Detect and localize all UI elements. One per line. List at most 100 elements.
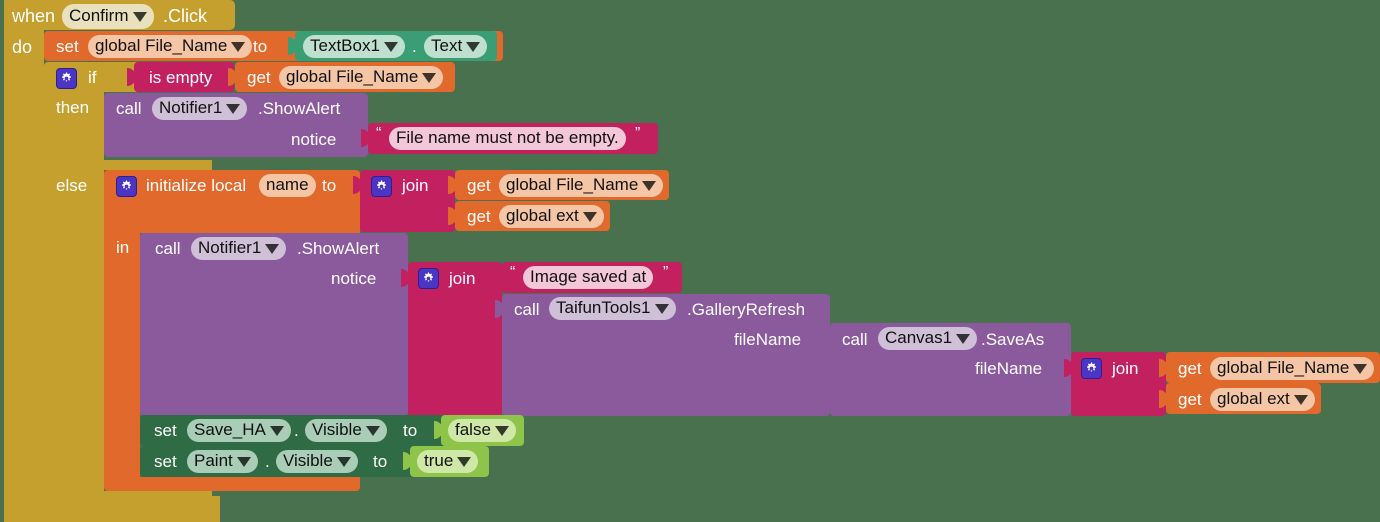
textbox-property-dropdown[interactable]: Text <box>424 35 488 58</box>
chevron-down-icon[interactable] <box>1293 394 1308 405</box>
chevron-down-icon[interactable] <box>494 425 509 436</box>
join2-label: join <box>449 269 476 288</box>
save-ha-property-name: Visible <box>312 420 362 439</box>
join2-mutator-gear-icon[interactable] <box>418 268 439 289</box>
get-variable-dropdown-1[interactable]: global File_Name <box>279 66 444 89</box>
notice-arg-label-then: notice <box>291 130 337 149</box>
set-save-ha-label: set <box>154 421 177 440</box>
canvas-component-dropdown[interactable]: Canvas1 <box>878 327 978 350</box>
taifun-plug <box>495 300 504 318</box>
get-ext-name-1: global ext <box>506 206 579 225</box>
text-imagesaved-open-quote: “ <box>510 264 516 281</box>
get-ext-dropdown-2[interactable]: global ext <box>1210 388 1315 411</box>
notifier-component-dropdown-then[interactable]: Notifier1 <box>152 97 248 120</box>
canvas-plug <box>823 330 832 348</box>
chevron-down-icon[interactable] <box>457 456 472 467</box>
chevron-down-icon[interactable] <box>582 211 597 222</box>
paint-dot-separator: . <box>265 452 270 471</box>
notifier-component-name-in: Notifier1 <box>198 238 262 257</box>
text-close-quote: ” <box>635 125 641 142</box>
taifun-filename-arg-label: fileName <box>734 330 802 349</box>
textbox-component-dropdown[interactable]: TextBox1 <box>303 35 405 58</box>
call-label-canvas: call <box>842 330 868 349</box>
save-ha-component-name: Save_HA <box>194 420 266 439</box>
paint-component-name: Paint <box>194 451 233 470</box>
join3-mutator-gear-icon[interactable] <box>1081 358 1102 379</box>
save-ha-to-label: to <box>403 421 418 440</box>
join2-plug <box>401 269 410 287</box>
get-filename1-plug <box>228 68 237 86</box>
textbox-component-name: TextBox1 <box>310 36 380 55</box>
save-ha-property-dropdown[interactable]: Visible <box>305 419 387 442</box>
chevron-down-icon[interactable] <box>383 41 398 52</box>
chevron-down-icon[interactable] <box>226 103 241 114</box>
get-variable-name-2: global File_Name <box>506 175 639 194</box>
event-do-label: do <box>12 37 33 57</box>
paint-component-dropdown[interactable]: Paint <box>187 450 258 473</box>
paint-property-dropdown[interactable]: Visible <box>276 450 358 473</box>
text-imagesaved-close-quote: ” <box>663 264 669 281</box>
taifun-component-dropdown[interactable]: TaifunTools1 <box>549 297 676 320</box>
get-variable-dropdown-3[interactable]: global File_Name <box>1210 357 1375 380</box>
text-value-field[interactable]: File name must not be empty. <box>389 127 626 150</box>
notifier1-showalert-in-block[interactable] <box>140 233 408 416</box>
notice-arg-label-in: notice <box>331 269 377 288</box>
join1-mutator-gear-icon[interactable] <box>371 176 392 197</box>
get-label-3: get <box>1178 359 1202 378</box>
textbox-property-name: Text <box>431 36 463 55</box>
chevron-down-icon[interactable] <box>236 456 251 467</box>
chevron-down-icon[interactable] <box>642 180 657 191</box>
init-local-mutator-gear-icon[interactable] <box>116 176 137 197</box>
notifier-component-name-then: Notifier1 <box>159 98 223 117</box>
chevron-down-icon[interactable] <box>132 11 147 22</box>
set-variable-dropdown[interactable]: global File_Name <box>88 35 253 58</box>
else-label: else <box>56 176 88 195</box>
then-label: then <box>56 98 90 117</box>
save-ha-dot-separator: . <box>294 421 299 440</box>
get-ext-dropdown-1[interactable]: global ext <box>499 205 604 228</box>
chevron-down-icon[interactable] <box>336 456 351 467</box>
call-label-in: call <box>155 239 181 258</box>
canvas-filename-arg-label: fileName <box>975 359 1043 378</box>
chevron-down-icon[interactable] <box>466 41 481 52</box>
get-ext-label-2: get <box>1178 390 1202 409</box>
chevron-down-icon[interactable] <box>365 425 380 436</box>
initialize-local-bottom-bar <box>104 477 360 491</box>
get-variable-dropdown-2[interactable]: global File_Name <box>499 174 664 197</box>
true-plug <box>403 452 412 470</box>
chevron-down-icon[interactable] <box>422 72 437 83</box>
is-empty-plug <box>127 68 136 86</box>
chevron-down-icon[interactable] <box>956 333 971 344</box>
taifun-method-label: .GalleryRefresh <box>687 300 806 319</box>
chevron-down-icon[interactable] <box>265 243 280 254</box>
join1-label: join <box>402 176 429 195</box>
event-component-dropdown[interactable]: Confirm <box>62 4 154 29</box>
notifier-component-dropdown-in[interactable]: Notifier1 <box>191 237 287 260</box>
chevron-down-icon[interactable] <box>269 425 284 436</box>
set-variable-name: global File_Name <box>95 36 228 55</box>
if-mutator-gear-icon[interactable] <box>56 68 77 89</box>
get-label-2: get <box>467 176 491 195</box>
get-ext-name-2: global ext <box>1217 389 1290 408</box>
text-imagesaved-value-field[interactable]: Image saved at <box>523 266 654 289</box>
true-value-dropdown[interactable]: true <box>417 450 479 473</box>
event-bottom-bar <box>4 505 220 522</box>
is-empty-block[interactable] <box>134 62 234 92</box>
canvas-component-name: Canvas1 <box>885 328 953 347</box>
set-paint-label: set <box>154 452 177 471</box>
chevron-down-icon[interactable] <box>1353 363 1368 374</box>
save-ha-component-dropdown[interactable]: Save_HA <box>187 419 291 442</box>
event-when-label: when <box>12 6 56 26</box>
canvas-method-label: .SaveAs <box>981 330 1045 349</box>
false-value-dropdown[interactable]: false <box>448 419 516 442</box>
if-else-bottom-bar <box>44 491 212 507</box>
chevron-down-icon[interactable] <box>654 303 669 314</box>
textbox-getter-plug <box>288 37 297 55</box>
text-value: File name must not be empty. <box>396 128 619 147</box>
join1-plug <box>353 176 362 194</box>
local-name-field[interactable]: name <box>259 174 316 197</box>
false-plug <box>434 421 443 439</box>
chevron-down-icon[interactable] <box>231 41 246 52</box>
join3-label: join <box>1112 359 1139 378</box>
